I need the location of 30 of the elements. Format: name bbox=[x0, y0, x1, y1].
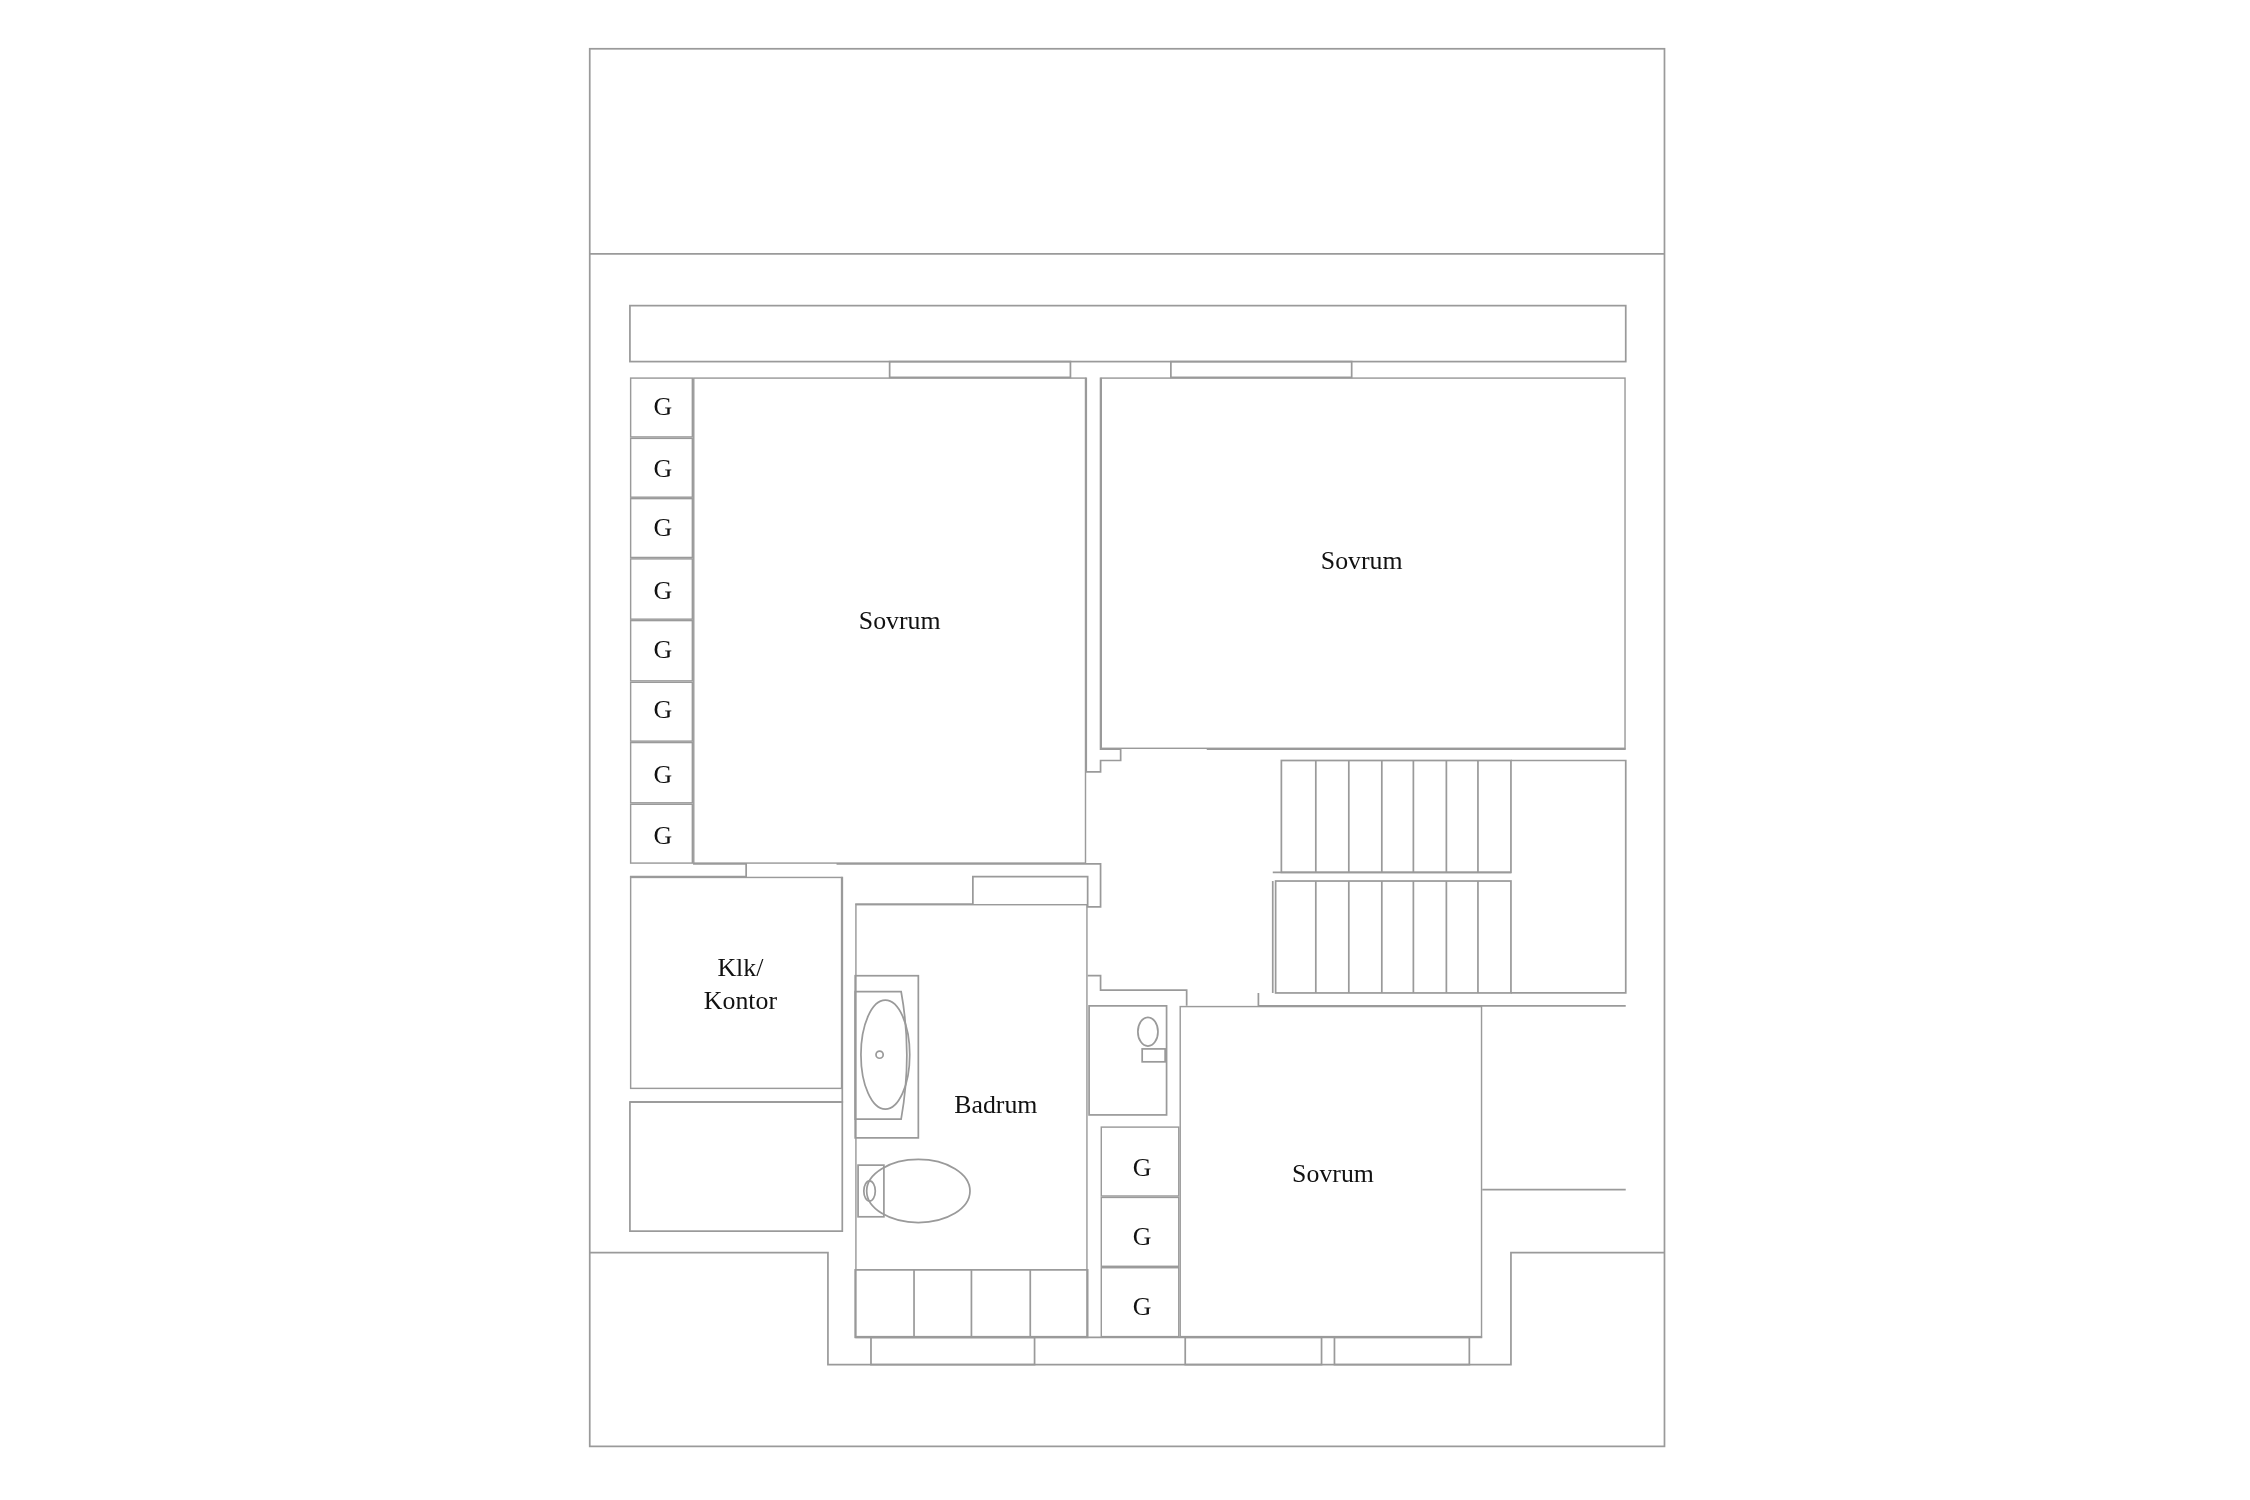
room-outline bbox=[855, 904, 1088, 1338]
closet-mark: G bbox=[652, 694, 674, 726]
room-name: Sovrum bbox=[1319, 545, 1404, 577]
closet-outline bbox=[629, 377, 694, 438]
closet-mark: G bbox=[1131, 1220, 1153, 1253]
closet-mark: G bbox=[1131, 1291, 1153, 1323]
room-name: Sovrum bbox=[857, 605, 942, 637]
closet-mark: G bbox=[652, 758, 674, 791]
room-outline bbox=[1100, 377, 1626, 749]
closet-outline bbox=[1100, 1267, 1180, 1338]
closet-mark: G bbox=[652, 575, 674, 607]
closet-outline bbox=[629, 619, 694, 682]
closet-mark: G bbox=[652, 453, 674, 485]
room-outline bbox=[1179, 1005, 1483, 1338]
room-name: Sovrum bbox=[1291, 1157, 1375, 1190]
closet-outline bbox=[629, 741, 694, 804]
closet-mark: G bbox=[652, 391, 674, 424]
room-name: Badrum bbox=[953, 1088, 1039, 1121]
closet-outline bbox=[629, 803, 694, 864]
closet-outline bbox=[1100, 1196, 1180, 1267]
closet-mark: G bbox=[1131, 1151, 1153, 1184]
closet-mark: G bbox=[652, 633, 674, 666]
closet-mark: G bbox=[652, 512, 674, 544]
closet-mark: G bbox=[652, 820, 674, 853]
closet-outline bbox=[629, 497, 694, 559]
room-name: Klk/ Kontor bbox=[702, 951, 778, 1017]
closet-outline bbox=[629, 437, 694, 498]
closet-outline bbox=[629, 558, 694, 620]
closet-outline bbox=[629, 681, 694, 742]
room-outline bbox=[629, 876, 843, 1090]
